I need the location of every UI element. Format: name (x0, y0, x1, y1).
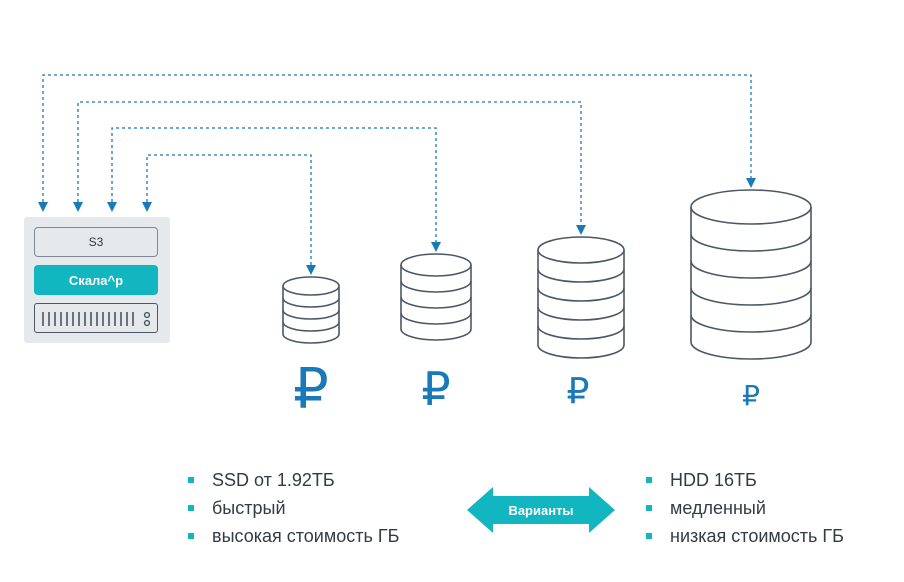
connection-arrows (38, 74, 756, 275)
hdd-feature-1: HDD 16ТБ (644, 466, 844, 494)
connector-3 (107, 127, 441, 252)
ssd-feature-1: SSD от 1.92ТБ (186, 466, 399, 494)
storage-tier-1-icon (282, 276, 340, 344)
double-arrow-icon (467, 487, 615, 533)
connector-1 (38, 74, 756, 212)
variants-arrow: Варианты (467, 487, 615, 533)
skala-label: Скала^р (34, 265, 158, 295)
ruble-icon-tier-3: ₽ (566, 371, 590, 412)
hdd-features-list: HDD 16ТБ медленный низкая стоимость ГБ (644, 466, 844, 550)
ruble-icon-tier-4: ₽ (742, 379, 760, 412)
s3-server: S3 Скала^р (24, 217, 170, 343)
ssd-feature-2: быстрый (186, 494, 399, 522)
storage-tier-2-icon (400, 253, 472, 341)
s3-label: S3 (34, 227, 158, 257)
ruble-icon-tier-1: ₽ (293, 357, 329, 422)
storage-drums (282, 189, 812, 360)
hdd-feature-2: медленный (644, 494, 844, 522)
hdd-feature-3: низкая стоимость ГБ (644, 522, 844, 550)
connector-4 (142, 154, 316, 275)
variants-label: Варианты (508, 502, 574, 518)
storage-tier-3-icon (537, 236, 625, 359)
rack-unit-icon (34, 303, 158, 333)
ssd-features-list: SSD от 1.92ТБ быстрый высокая стоимость … (186, 466, 399, 550)
connector-2 (73, 101, 586, 235)
storage-tier-4-icon (690, 189, 812, 360)
rack-bars-icon (42, 311, 151, 327)
ssd-feature-3: высокая стоимость ГБ (186, 522, 399, 550)
ruble-icon-tier-2: ₽ (421, 362, 451, 416)
